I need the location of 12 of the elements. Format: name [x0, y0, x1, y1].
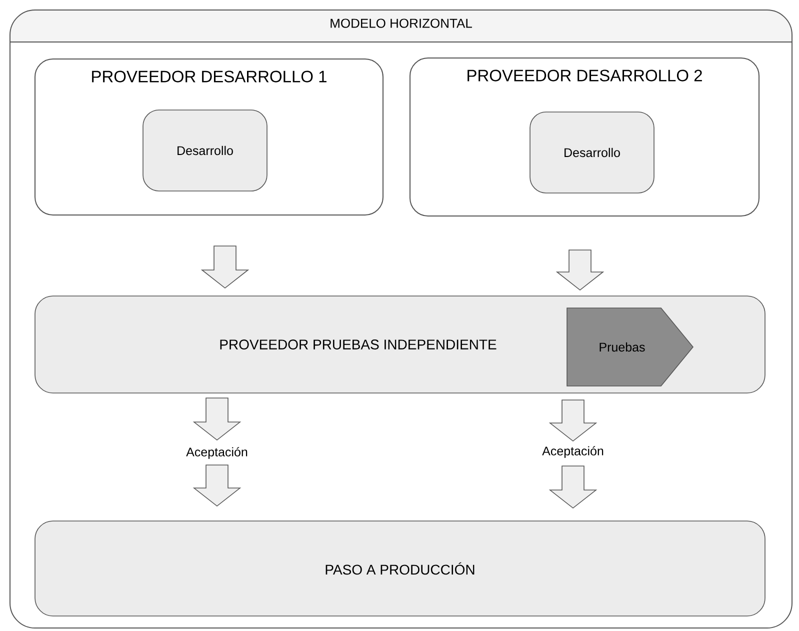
- block-arrow: [556, 250, 604, 291]
- process-box: Desarrollo: [530, 112, 654, 194]
- stage-band: PASO A PRODUCCIÓN: [34, 520, 766, 616]
- stage-label: Aceptación: [186, 447, 248, 459]
- block-arrow: [548, 466, 598, 509]
- process-box: Desarrollo: [142, 110, 268, 192]
- block-arrow: [192, 464, 242, 507]
- block-arrow: [200, 246, 250, 289]
- stage-label: Aceptación: [542, 446, 604, 458]
- block-arrow: [548, 400, 598, 442]
- chevron-box: Pruebas: [566, 308, 694, 386]
- block-arrow: [192, 398, 242, 441]
